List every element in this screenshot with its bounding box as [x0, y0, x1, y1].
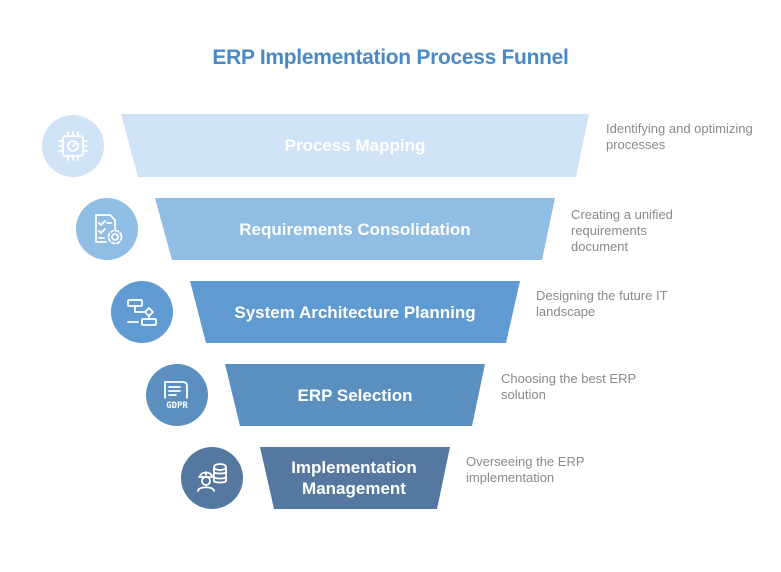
stage-label-system-architecture-planning: System Architecture Planning — [234, 302, 476, 322]
svg-text:GDPR: GDPR — [166, 401, 188, 411]
checklist-gear-icon — [76, 198, 138, 260]
stage-description-2: Creating a unified requirements document — [571, 207, 673, 254]
funnel-stage-2 — [155, 198, 555, 260]
funnel-stage-1 — [121, 114, 589, 177]
stage-description-1: Identifying and optimizing processes — [606, 121, 753, 152]
funnel-stage-4 — [225, 364, 485, 426]
stage-label-process-mapping: Process Mapping — [284, 136, 426, 155]
stage-description-5: Overseeing the ERP implementation — [466, 454, 585, 485]
stage-label-erp-selection: ERP Selection — [297, 385, 413, 405]
stage-description-3: Designing the future IT landscape — [536, 288, 668, 319]
funnel-stage-5 — [260, 447, 450, 509]
stage-label-requirements-consolidation: Requirements Consolidation — [239, 219, 471, 239]
engineer-database-icon — [181, 447, 243, 509]
flowchart-icon — [111, 281, 173, 343]
stage-label-implementation-management: Implementation Management — [291, 458, 417, 498]
stage-description-4: Choosing the best ERP solution — [501, 371, 636, 402]
cpu-gauge-icon — [42, 115, 104, 177]
page-title: ERP Implementation Process Funnel — [212, 46, 569, 69]
gdpr-document-icon: GDPR — [146, 364, 208, 426]
funnel-stage-3 — [190, 281, 520, 343]
